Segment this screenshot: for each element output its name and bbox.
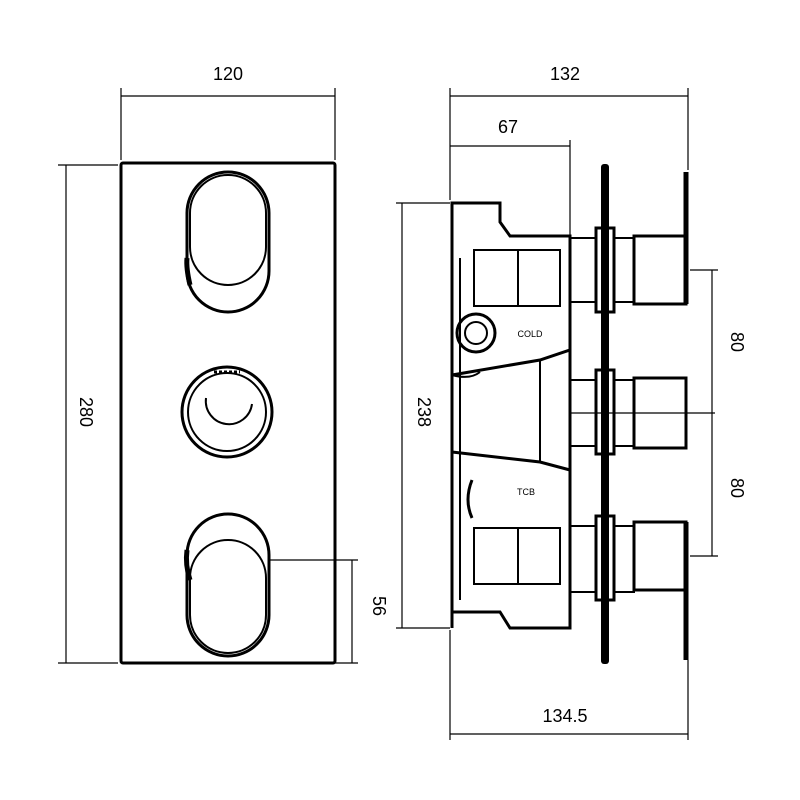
bottom-lever-face xyxy=(189,539,267,654)
dim-side-total: 132 xyxy=(449,64,689,200)
thermostat-cone xyxy=(451,347,572,472)
dim-lever-offset: 56 xyxy=(268,559,389,664)
cold-inlet-outer xyxy=(455,312,497,354)
top-lever-face xyxy=(189,174,267,286)
dim-side-overall-label: 134.5 xyxy=(542,706,587,726)
thermostatic-knob xyxy=(180,365,274,459)
wall-plate-section xyxy=(601,164,609,664)
top-spindle xyxy=(569,226,635,314)
dim-spacing-upper: 80 xyxy=(690,269,747,413)
dim-side-body: 67 xyxy=(450,117,571,236)
knob-inner-ring xyxy=(187,372,267,452)
top-lever-shadow xyxy=(184,257,193,286)
top-lever-handle xyxy=(184,170,271,314)
top-lever-outer xyxy=(185,170,271,314)
dim-front-width-label: 120 xyxy=(213,64,243,84)
dim-lever-offset-label: 56 xyxy=(369,596,389,616)
bottom-lever-outer xyxy=(185,512,271,658)
dim-side-total-label: 132 xyxy=(550,64,580,84)
knob-scale-arc xyxy=(204,397,253,426)
cold-inlet-inner xyxy=(464,321,488,345)
dim-spacing-upper-label: 80 xyxy=(727,332,747,352)
tcb-label: TCB xyxy=(517,487,535,497)
tcb-port xyxy=(466,479,474,519)
cold-label: COLD xyxy=(517,329,543,339)
dim-side-overall: 134.5 xyxy=(449,630,689,740)
valve-body-outline xyxy=(450,201,572,630)
bottom-handle-side xyxy=(632,520,689,660)
dim-front-width: 120 xyxy=(120,64,336,160)
side-view: COLD TCB xyxy=(396,64,747,740)
front-view: 120 280 56 xyxy=(58,64,389,665)
dim-side-height: 238 xyxy=(396,202,450,629)
dim-spacing-lower: 80 xyxy=(690,413,747,557)
dim-front-height-label: 280 xyxy=(76,397,96,427)
top-handle-side xyxy=(632,172,689,306)
front-plate xyxy=(119,161,337,665)
bottom-lever-handle xyxy=(183,512,271,658)
dim-side-height-label: 238 xyxy=(414,397,434,427)
dim-front-height: 280 xyxy=(58,164,118,664)
bottom-lever-shadow xyxy=(183,549,193,581)
dim-spacing-lower-label: 80 xyxy=(727,478,747,498)
knob-outer-ring xyxy=(180,365,274,459)
dim-side-body-label: 67 xyxy=(498,117,518,137)
